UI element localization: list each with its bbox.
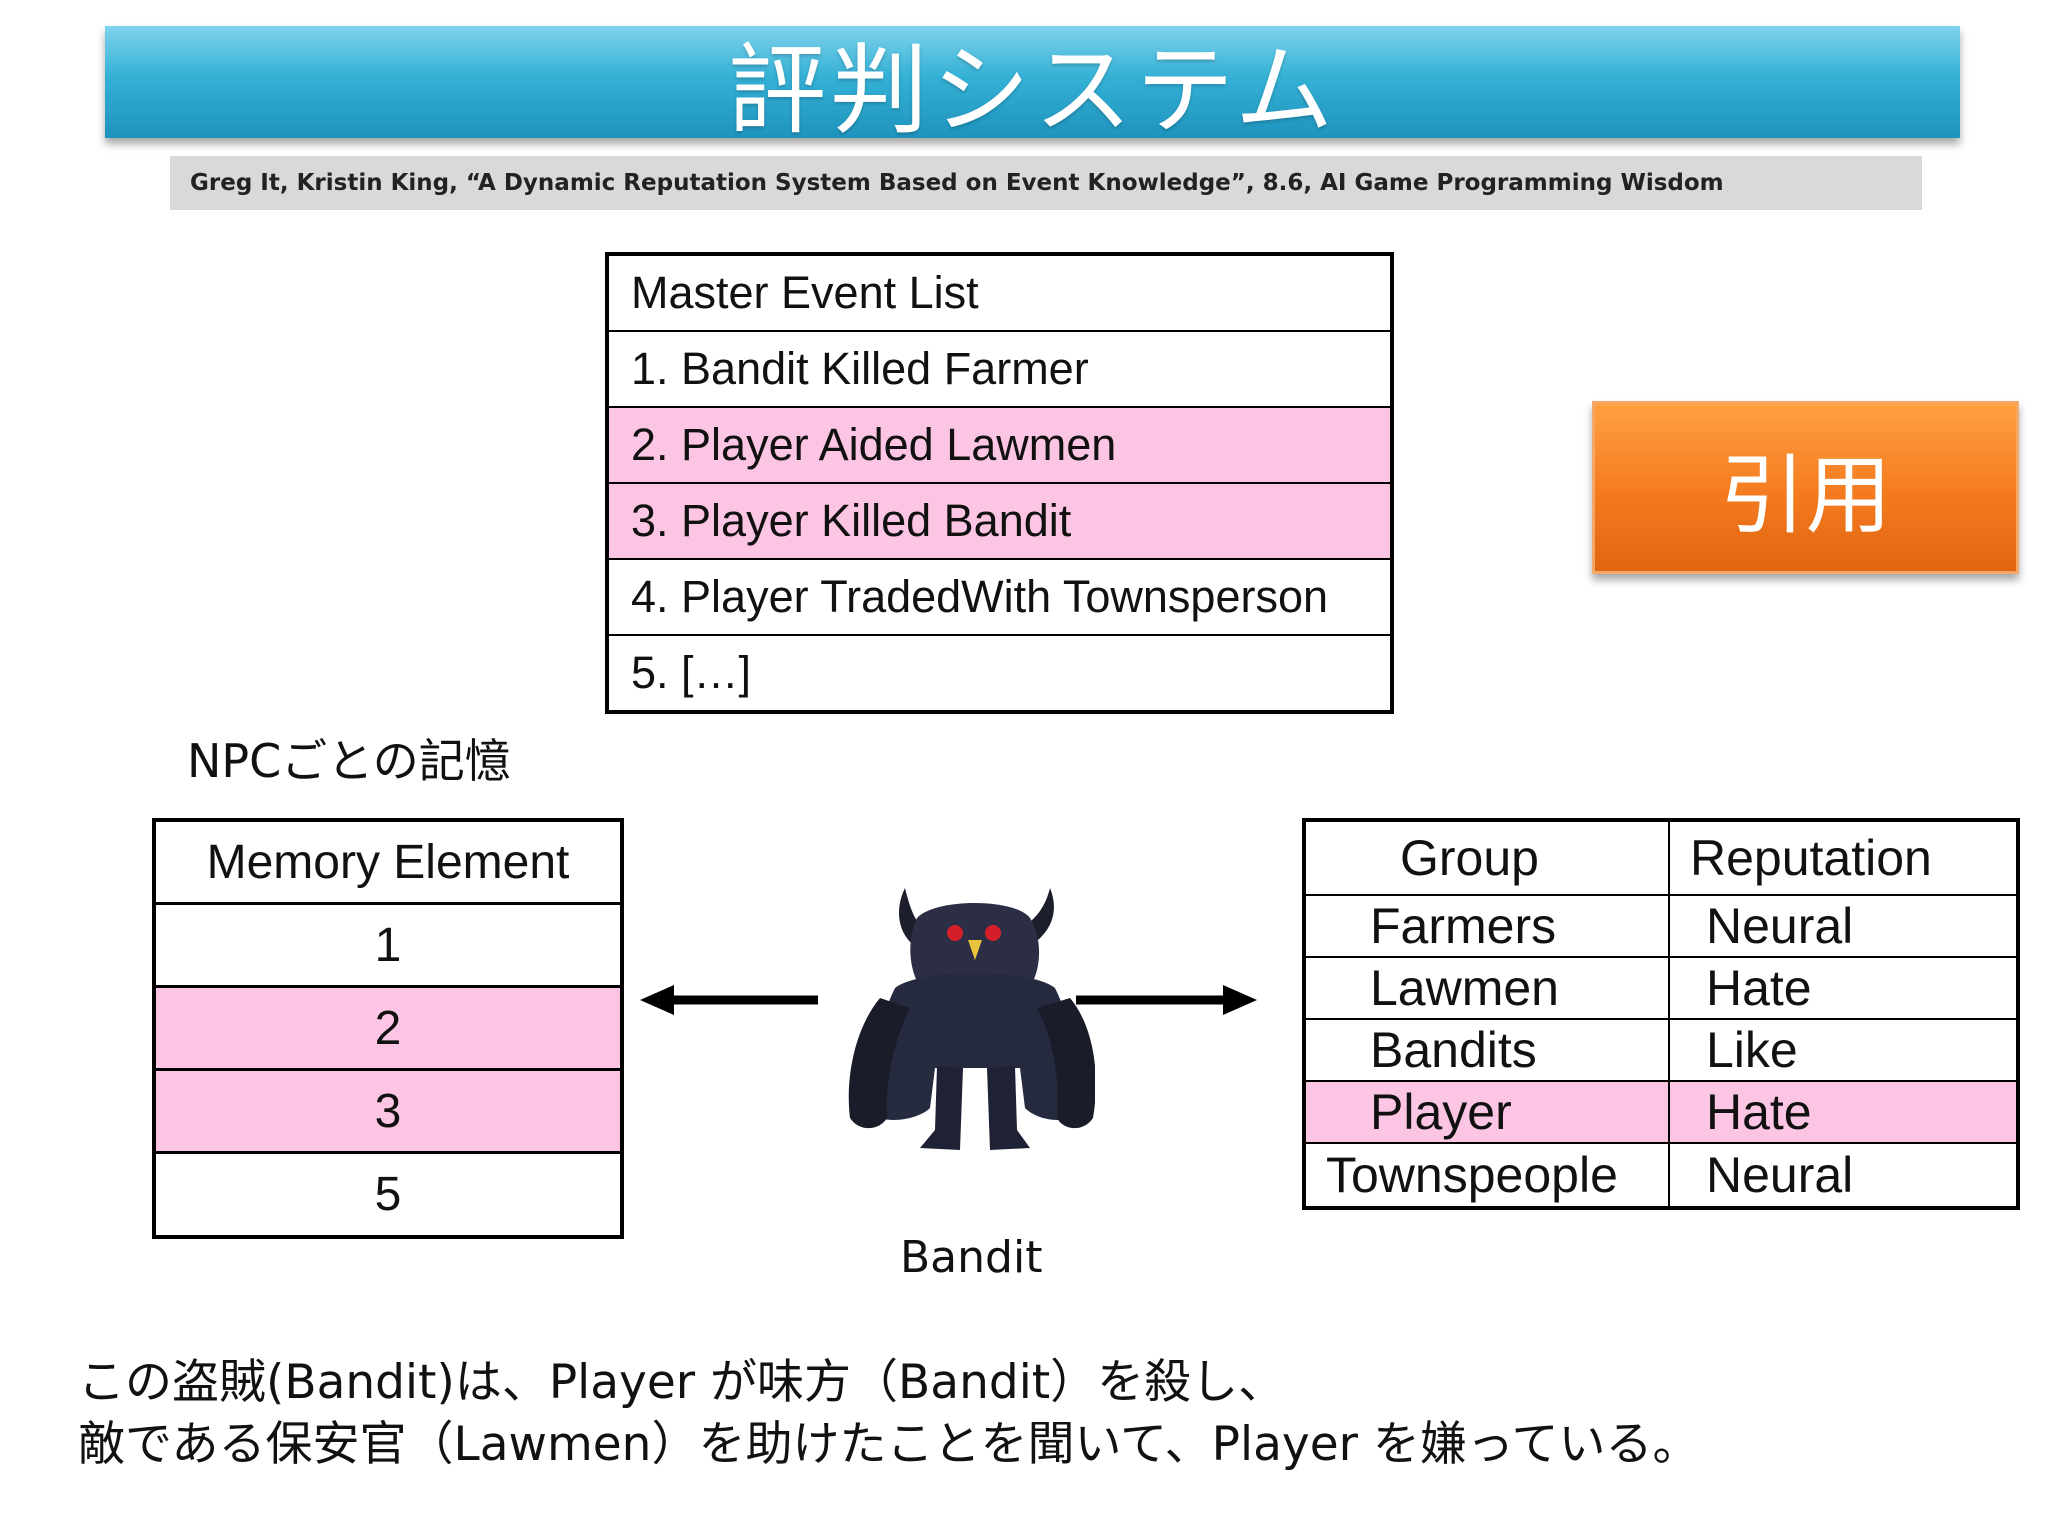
left-arrow-icon: [640, 985, 818, 1015]
reputation-cell: Hate: [1706, 960, 1812, 1016]
page-title: 評判システム: [727, 34, 1338, 148]
quote-button-label: 引用: [1719, 446, 1892, 546]
memory-element-row: 5: [374, 1168, 402, 1221]
reputation-row: Lawmen Hate: [1306, 958, 2016, 1020]
description-line-1: この盗賊(Bandit)は、Player が味方（Bandit）を殺し、: [78, 1355, 1286, 1410]
reputation-table-header: Group Reputation: [1306, 822, 2016, 896]
reputation-cell: Neural: [1706, 1147, 1854, 1203]
master-event-list-header: Master Event List: [609, 256, 1390, 332]
memory-element-row: 2: [156, 988, 620, 1071]
reputation-row: Townspeople Neural: [1306, 1144, 2016, 1206]
master-event-row: 5. […]: [631, 647, 752, 698]
master-event-list-table: Master Event List 1. Bandit Killed Farme…: [605, 252, 1394, 714]
description-line-2: 敵である保安官（Lawmen）を助けたことを聞いて、Player を嫌っている。: [78, 1417, 1700, 1472]
group-cell: Bandits: [1306, 1020, 1670, 1080]
memory-element-table: Memory Element 1 2 3 5: [152, 818, 624, 1239]
description-text: この盗賊(Bandit)は、Player が味方（Bandit）を殺し、 敵であ…: [78, 1352, 1700, 1476]
master-event-row: 4. Player TradedWith Townsperson: [609, 560, 1390, 636]
memory-element-row: 3: [156, 1071, 620, 1154]
npc-memory-label: NPCごとの記憶: [187, 734, 511, 788]
reputation-row: Bandits Like: [1306, 1020, 2016, 1082]
group-cell: Lawmen: [1306, 958, 1670, 1018]
memory-element-header: Memory Element: [156, 822, 620, 905]
group-cell: Player: [1306, 1082, 1670, 1142]
reputation-table: Group Reputation Farmers Neural Lawmen H…: [1302, 818, 2020, 1210]
reputation-cell: Like: [1706, 1022, 1798, 1078]
reputation-cell: Neural: [1706, 898, 1854, 954]
character-label: Bandit: [900, 1232, 1043, 1283]
master-event-row: 3. Player Killed Bandit: [609, 484, 1390, 560]
title-banner: 評判システム: [105, 26, 1960, 148]
master-event-row: 2. Player Aided Lawmen: [609, 408, 1390, 484]
group-column-header: Group: [1306, 822, 1670, 894]
quote-button[interactable]: 引用: [1592, 401, 2019, 574]
reputation-row: Player Hate: [1306, 1082, 2016, 1144]
citation: Greg It, Kristin King, “A Dynamic Reputa…: [170, 156, 1922, 210]
memory-element-row: 1: [156, 905, 620, 988]
reputation-column-header: Reputation: [1690, 830, 1932, 886]
bandit-monster-icon: [848, 888, 1095, 1150]
reputation-cell: Hate: [1706, 1084, 1812, 1140]
right-arrow-icon: [1076, 985, 1257, 1015]
master-event-row: 1. Bandit Killed Farmer: [609, 332, 1390, 408]
reputation-row: Farmers Neural: [1306, 896, 2016, 958]
group-cell: Farmers: [1306, 896, 1670, 956]
group-cell: Townspeople: [1306, 1144, 1670, 1206]
